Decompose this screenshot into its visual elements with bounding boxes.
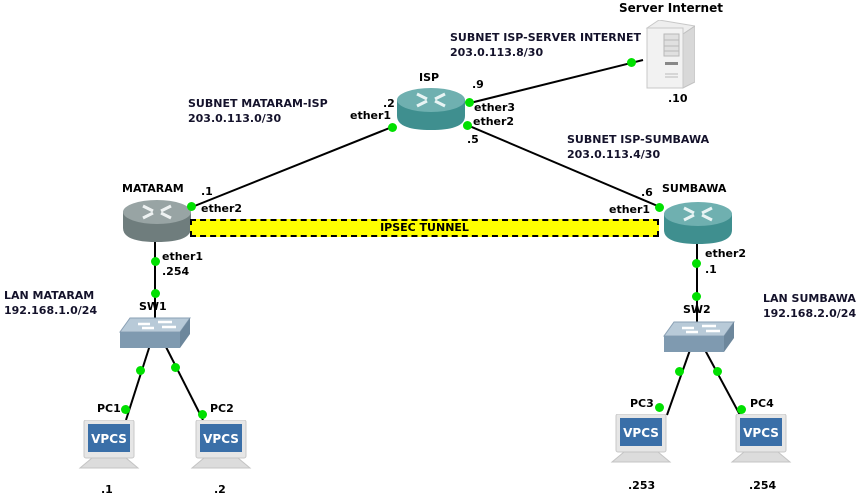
sw2-pc3-port[interactable]	[675, 367, 684, 376]
server-port[interactable]	[627, 58, 636, 67]
link-sw1-pc2[interactable]	[164, 344, 204, 421]
pc1-label: PC1	[97, 402, 121, 415]
sumbawa-label: SUMBAWA	[662, 182, 727, 195]
lan-sumbawa-title: LAN SUMBAWA	[763, 292, 856, 305]
mataram-ether2-name: ether2	[201, 202, 243, 215]
isp-ether2-port[interactable]	[463, 121, 472, 130]
isp-router-node[interactable]	[395, 86, 467, 136]
subnet-isp-server-title: SUBNET ISP-SERVER INTERNET	[450, 31, 641, 44]
server-label: Server Internet	[619, 1, 723, 15]
isp-label: ISP	[419, 71, 440, 84]
link-isp-server[interactable]	[469, 59, 644, 104]
mataram-ether1-name: ether1	[162, 250, 204, 263]
mataram-ether1-ip: .254	[162, 265, 190, 278]
sw1-uplink-port[interactable]	[151, 289, 160, 298]
pc1-ip: .1	[101, 483, 113, 496]
link-sw2-pc4[interactable]	[704, 349, 741, 416]
sw1-pc1-port[interactable]	[136, 366, 145, 375]
pc3-label: PC3	[630, 397, 654, 410]
subnet-isp-sumbawa-title: SUBNET ISP-SUMBAWA	[567, 133, 710, 146]
subnet-mataram-isp-title: SUBNET MATARAM-ISP	[188, 97, 328, 110]
isp-ether1-port[interactable]	[388, 123, 397, 132]
subnet-isp-sumbawa-cidr: 203.0.113.4/30	[567, 148, 661, 161]
pc4-screen-text: VPCS	[743, 426, 779, 440]
isp-ether3-port[interactable]	[465, 98, 474, 107]
server-ip-label: .10	[668, 92, 688, 105]
pc2-label: PC2	[210, 402, 234, 415]
pc2-port[interactable]	[198, 410, 207, 419]
isp-ether1-name: ether1	[350, 109, 392, 122]
mataram-ether2-port[interactable]	[187, 202, 196, 211]
server-internet-node[interactable]	[645, 19, 697, 94]
link-sw1-pc1[interactable]	[125, 344, 151, 421]
link-mataram-isp[interactable]	[191, 126, 393, 208]
ipsec-tunnel[interactable]: IPSEC TUNNEL	[190, 219, 659, 237]
pc1-node[interactable]: VPCS	[78, 419, 140, 474]
router-icon	[397, 88, 465, 130]
vpcs-pc-icon: VPCS	[78, 419, 140, 469]
isp-ether2-name: ether2	[473, 115, 515, 128]
lan-mataram-title: LAN MATARAM	[4, 289, 95, 302]
pc4-label: PC4	[750, 397, 774, 410]
isp-ether1-ip: .2	[383, 97, 395, 110]
link-isp-sumbawa[interactable]	[466, 124, 661, 208]
pc2-ip: .2	[214, 483, 226, 496]
mataram-ether2-ip: .1	[201, 185, 213, 198]
sumbawa-ether1-port[interactable]	[655, 203, 664, 212]
sw1-switch-node[interactable]	[118, 316, 192, 354]
server-icon	[645, 19, 697, 89]
switch-icon	[119, 317, 191, 348]
isp-ether2-ip: .5	[467, 133, 479, 146]
sw2-label: SW2	[683, 303, 711, 316]
link-sw2-pc3[interactable]	[666, 349, 691, 416]
router-icon	[123, 200, 191, 242]
sumbawa-ether2-name: ether2	[705, 247, 747, 260]
sumbawa-ether2-ip: .1	[705, 263, 717, 276]
pc2-node[interactable]: VPCS	[190, 419, 252, 474]
sw1-pc2-port[interactable]	[171, 363, 180, 372]
switch-icon	[663, 321, 735, 352]
sw1-label: SW1	[139, 300, 167, 313]
pc2-screen-text: VPCS	[203, 432, 239, 446]
pc3-port[interactable]	[655, 403, 664, 412]
vpcs-pc-icon: VPCS	[730, 413, 792, 463]
subnet-mataram-isp-cidr: 203.0.113.0/30	[188, 112, 282, 125]
mataram-ether1-port[interactable]	[151, 257, 160, 266]
mataram-label: MATARAM	[122, 182, 184, 195]
pc3-node[interactable]: VPCS	[610, 413, 672, 468]
pc1-port[interactable]	[121, 405, 130, 414]
subnet-isp-server-cidr: 203.0.113.8/30	[450, 46, 544, 59]
sumbawa-ether2-port[interactable]	[692, 259, 701, 268]
isp-ether3-name: ether3	[474, 101, 516, 114]
mataram-router-node[interactable]	[121, 198, 193, 248]
vpcs-pc-icon: VPCS	[610, 413, 672, 463]
sw2-pc4-port[interactable]	[713, 367, 722, 376]
pc4-port[interactable]	[737, 405, 746, 414]
pc3-screen-text: VPCS	[623, 426, 659, 440]
router-icon	[664, 202, 732, 244]
pc4-ip: .254	[749, 479, 777, 492]
sumbawa-router-node[interactable]	[662, 200, 734, 250]
pc1-screen-text: VPCS	[91, 432, 127, 446]
pc3-ip: .253	[628, 479, 656, 492]
vpcs-pc-icon: VPCS	[190, 419, 252, 469]
sw2-switch-node[interactable]	[662, 320, 736, 358]
sumbawa-ether1-ip: .6	[641, 186, 653, 199]
sumbawa-ether1-name: ether1	[609, 203, 651, 216]
pc4-node[interactable]: VPCS	[730, 413, 792, 468]
lan-sumbawa-cidr: 192.168.2.0/24	[763, 307, 857, 320]
sw2-uplink-port[interactable]	[692, 292, 701, 301]
isp-ether3-ip: .9	[472, 78, 484, 91]
lan-mataram-cidr: 192.168.1.0/24	[4, 304, 98, 317]
